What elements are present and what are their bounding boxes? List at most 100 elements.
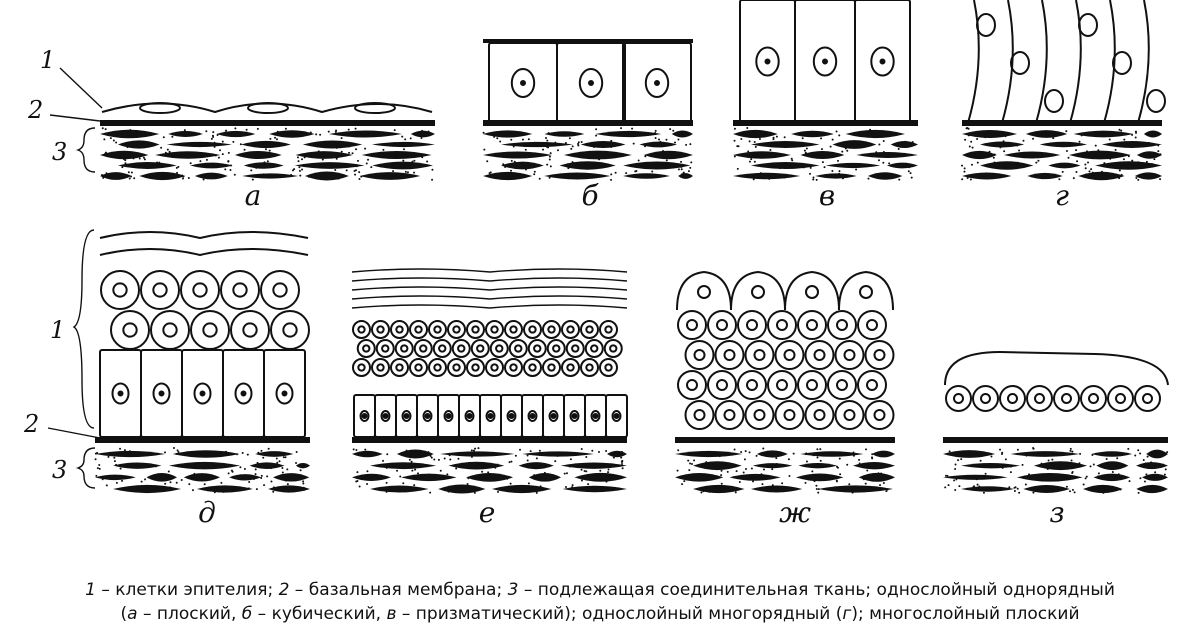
tissue-dot [457,457,460,460]
tissue-dot [357,159,360,162]
tissue-dot [767,175,770,178]
tissue-dot [510,138,513,141]
tissue-dot [1034,152,1037,155]
tissue-dot [1147,475,1150,478]
tissue-dot [734,491,737,494]
tissue-dot [1021,463,1024,466]
nucleolus [592,413,599,419]
fiber [295,151,353,159]
tissue-dot [1150,163,1153,166]
tissue-dot [580,448,583,451]
tissue-dot [716,488,719,491]
tissue-dot [1145,160,1148,163]
fiber [733,151,791,159]
tissue-dot [660,145,663,148]
tissue-dot [115,481,118,484]
tissue-dot [1073,491,1076,494]
fiber [359,172,421,180]
tissue-dot [355,165,358,168]
tissue-dot [1100,170,1103,173]
tissue-dot [591,449,594,452]
tissue-dot [876,173,879,176]
tissue-dot [548,176,551,179]
tissue-dot [169,176,172,179]
cell [1107,385,1134,412]
tissue-dot [198,132,201,135]
tissue-dot [645,165,648,168]
tissue-dot [210,137,213,140]
tissue-dot [838,170,841,173]
tissue-dot [334,168,337,171]
fiber [100,150,149,160]
cell [677,370,707,400]
tissue-dot [1037,159,1040,162]
fiber [194,172,228,180]
cell [413,339,433,358]
nucleus [1115,393,1126,404]
nucleus [873,409,886,421]
tissue-dot [880,472,883,475]
nucleus [609,344,618,353]
nucleus [395,363,404,372]
tissue-dot [818,475,821,478]
tissue-dot [509,482,512,485]
tissue-dot [1003,150,1006,153]
tissue-dot [676,469,679,472]
nucleolus [613,413,620,419]
tissue-dot [1075,170,1078,173]
fiber [961,462,1021,469]
nucleus [870,46,895,77]
tissue-dot [512,145,515,148]
tissue-dot [958,485,961,488]
tissue-dot [335,146,338,149]
tissue-dot [1030,175,1033,178]
tissue-dot [1163,473,1166,476]
tissue-dot [1016,144,1019,147]
tissue-dot [610,178,613,181]
cell [1069,0,1082,124]
caption-text: – базальная мембрана; [289,580,508,600]
tissue-dot [733,155,736,158]
tissue-dot [450,453,453,456]
nucleus [359,410,370,422]
tissue-dot [386,486,389,489]
tissue-dot [496,137,499,140]
cell [834,400,865,430]
fiber [273,473,310,482]
tissue-dot [819,448,822,451]
tissue-dot [1117,473,1120,476]
nucleus [1061,393,1072,404]
tissue-dot [771,132,774,135]
tissue-dot [753,140,756,143]
nucleus [476,344,485,353]
tissue-dot [125,157,128,160]
tissue-dot [752,178,755,181]
fiber [693,461,742,471]
fiber [1096,461,1129,471]
tissue-dot [1086,150,1089,153]
tissue-dot [585,470,588,473]
tissue-dot [432,476,435,479]
cell [508,339,528,358]
tissue-dot [997,488,1000,491]
tissue-dot [101,478,104,481]
nucleus [578,68,604,98]
tissue-dot [961,164,964,167]
cell [447,358,466,377]
tissue-dot [364,448,367,451]
fiber [544,172,611,180]
tissue-dot [858,143,861,146]
cell [546,339,566,358]
tissue-dot [613,154,616,157]
tissue-dot [548,155,551,158]
tissue-dot [812,476,815,479]
nucleus [776,319,788,331]
tissue-dot [1131,133,1134,136]
cell [737,370,767,400]
tissue-dot [213,141,216,144]
tissue-dot [431,168,434,171]
caption-line-2: (а – плоский, б – кубический, в – призма… [0,602,1200,626]
tissue-dot [365,162,368,165]
tissue-dot [478,463,481,466]
tissue-dot [654,132,657,135]
